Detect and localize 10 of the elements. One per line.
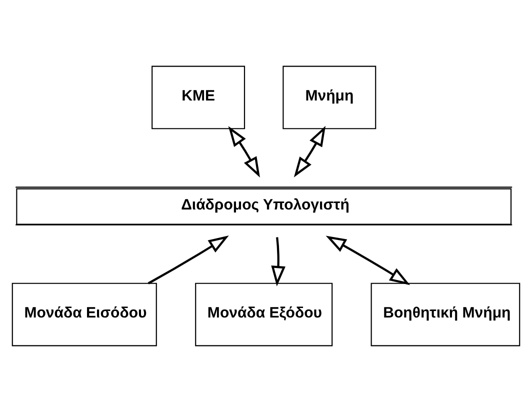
node-box: Μονάδα Εισόδου bbox=[12, 282, 157, 346]
arrow bbox=[148, 236, 229, 284]
arrow bbox=[228, 126, 260, 178]
node-box: Μονάδα Εξόδου bbox=[195, 282, 333, 346]
arrow bbox=[271, 237, 286, 286]
arrow bbox=[326, 236, 410, 286]
node-box: Μνήμη bbox=[282, 66, 376, 130]
node-box: Βοηθητική Μνήμη bbox=[370, 282, 520, 346]
arrow bbox=[294, 126, 326, 178]
node-box: ΚΜΕ bbox=[152, 66, 246, 130]
